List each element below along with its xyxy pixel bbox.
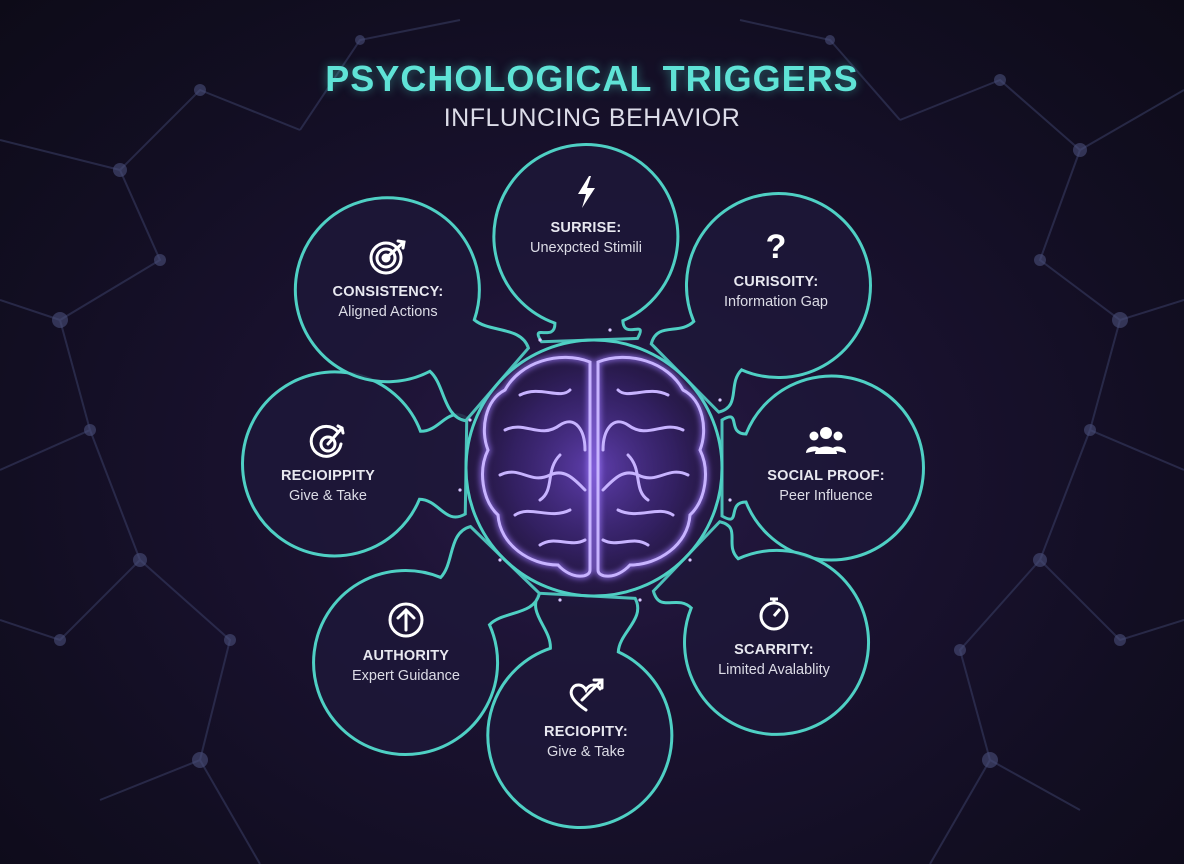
trigger-name: CURISOITY: bbox=[733, 274, 819, 290]
trigger-description: Unexpcted Stimili bbox=[529, 240, 642, 256]
trigger-description: Peer Influence bbox=[779, 488, 873, 504]
sparkle-dot bbox=[688, 558, 692, 562]
sparkle-dot bbox=[728, 498, 732, 502]
diagram-subtitle: INFLUNCING BEHAVIOR bbox=[443, 104, 741, 132]
trigger-name: SCARRITY: bbox=[734, 642, 814, 658]
target-arrow-icon bbox=[309, 424, 345, 458]
sparkle-dot bbox=[558, 598, 562, 602]
sparkle-dot bbox=[638, 598, 642, 602]
sparkle-dot bbox=[498, 558, 502, 562]
trigger-description: Information Gap bbox=[724, 294, 828, 310]
target-icon bbox=[369, 239, 406, 275]
trigger-node: SURRISE: Unexpcted Stimili bbox=[486, 172, 686, 256]
trigger-node: RECIOPITY: Give & Take bbox=[486, 676, 686, 760]
trigger-name: RECIOPITY: bbox=[544, 724, 628, 740]
trigger-node: CONSISTENCY: Aligned Actions bbox=[288, 236, 488, 320]
sparkle-dot bbox=[538, 338, 542, 342]
trigger-description: Expert Guidance bbox=[351, 668, 460, 684]
sparkle-dot bbox=[608, 328, 612, 332]
sparkle-dot bbox=[458, 488, 462, 492]
lightning-icon bbox=[578, 176, 595, 208]
sparkle-dot bbox=[468, 418, 472, 422]
trigger-description: Limited Avalablity bbox=[718, 662, 830, 678]
trigger-name: SOCIAL PROOF: bbox=[767, 468, 885, 484]
trigger-name: SURRISE: bbox=[550, 220, 622, 236]
brain-icon bbox=[479, 354, 709, 580]
trigger-description: Aligned Actions bbox=[338, 304, 438, 320]
svg-text:?: ? bbox=[766, 228, 787, 266]
trigger-node: RECIOIPPITY Give & Take bbox=[228, 420, 428, 504]
trigger-node: ? CURISOITY: Information Gap bbox=[676, 226, 876, 310]
sparkle-dot bbox=[718, 398, 722, 402]
arrow-up-circle-icon bbox=[388, 602, 424, 638]
heart-arrow-icon bbox=[569, 678, 604, 712]
trigger-name: RECIOIPPITY bbox=[280, 468, 376, 484]
trigger-name: CONSISTENCY: bbox=[332, 284, 444, 300]
trigger-description: Give & Take bbox=[547, 744, 625, 760]
trigger-node: SOCIAL PROOF: Peer Influence bbox=[726, 420, 926, 504]
trigger-name: AUTHORITY bbox=[362, 648, 450, 664]
trigger-description: Give & Take bbox=[289, 488, 367, 504]
stopwatch-icon bbox=[759, 597, 789, 631]
diagram-title: PSYCHOLOGICAL TRIGGERS bbox=[325, 58, 859, 99]
trigger-node: SCARRITY: Limited Avalablity bbox=[674, 594, 874, 678]
trigger-node: AUTHORITY Expert Guidance bbox=[306, 600, 506, 684]
people-icon bbox=[806, 427, 846, 454]
question-icon: ? bbox=[766, 228, 787, 266]
